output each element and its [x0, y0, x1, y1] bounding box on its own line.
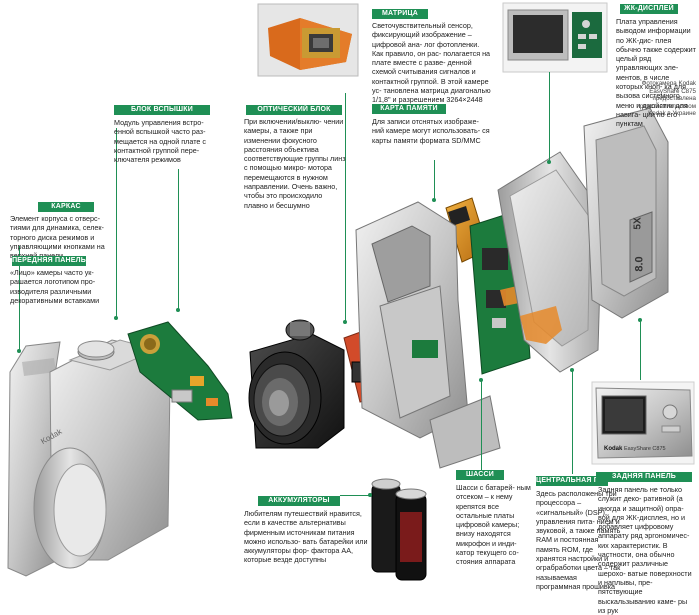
optical-text: При включении/выклю- чении камеры, а так…	[244, 117, 346, 210]
matrix-title: МАТРИЦА	[372, 9, 428, 19]
camera-model-label: EasyShare C875	[624, 446, 666, 452]
megapixel-label: 8.0	[633, 256, 646, 272]
exploded-camera-illustration	[7, 2, 695, 581]
back-panel-photo	[591, 381, 695, 465]
back-title: ЗАДНЯЯ ПАНЕЛЬ	[596, 472, 692, 482]
battery-text: Любителям путешествий нравится, если в к…	[244, 509, 368, 565]
photo-credit: Фотокамера Kodak EasyShare C875 предоста…	[636, 80, 696, 118]
mainboard-title: ЦЕНТРАЛЬНАЯ ПЛАТА	[536, 476, 619, 486]
flash-title: БЛОК ВСПЫШКИ	[114, 105, 210, 115]
back-text: Задняя панель не только служит деко- рат…	[598, 485, 692, 615]
back-panel-drawing	[583, 107, 669, 319]
camera-frame-drawing	[33, 339, 171, 569]
optical-block-drawing	[248, 319, 345, 449]
flash-text: Модуль управления встро- енной вспышкой …	[114, 118, 207, 165]
matrix-text: Светочувствительный сенсор, фиксирующий …	[372, 21, 491, 114]
optical-title: ОПТИЧЕСКИЙ БЛОК	[246, 105, 342, 115]
chassis-title: ШАССИ	[456, 470, 504, 480]
frame-text: Элемент корпуса с отверс- тиями для дина…	[10, 214, 105, 260]
matrix-sensor-image	[257, 3, 359, 77]
memory-title: КАРТА ПАМЯТИ	[372, 104, 446, 114]
front-title: ПЕРЕДНЯЯ ПАНЕЛЬ	[12, 256, 86, 266]
lcd-title: ЖК-ДИСПЛЕЙ	[620, 4, 678, 14]
zoom-label: 5X	[632, 217, 644, 230]
flex-cable-drawing	[520, 306, 562, 344]
memory-text: Для записи отснятых изображе- ний камере…	[372, 117, 490, 145]
flash-pcb-drawing	[127, 321, 233, 421]
camera-brand-label: Kodak	[604, 446, 623, 452]
chassis-text: Шасси с батарей- ным отсеком – к нему кр…	[456, 483, 531, 567]
lcd-display-image	[502, 2, 608, 73]
frame-title: КАРКАС	[38, 202, 94, 212]
mainboard-text: Здесь расположены три процессора – «сигн…	[536, 489, 621, 591]
front-text: «Лицо» камеры часто ук- рашается логотип…	[10, 268, 100, 305]
battery-title: АККУМУЛЯТОРЫ	[258, 496, 340, 506]
battery-drawing	[371, 478, 427, 581]
lcd-text: Плата управления выводом информации по Ж…	[616, 17, 696, 129]
chassis-drawing	[355, 201, 501, 469]
